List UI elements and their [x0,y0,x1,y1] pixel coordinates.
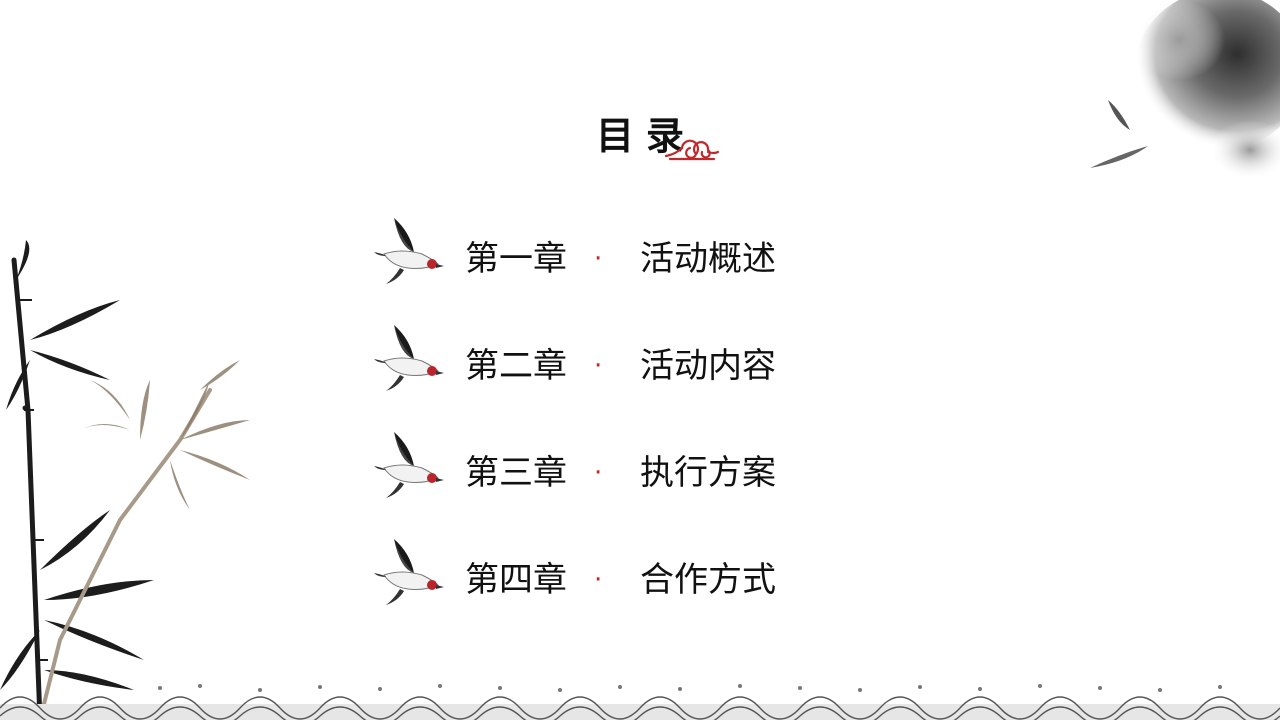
separator-dot: · [594,458,603,488]
menu-item-2[interactable]: 第二章 · 活动内容 [370,321,850,428]
chapter-number: 第四章 [465,560,567,600]
separator-dot: · [594,351,603,381]
toc-menu: 第一章 · 活动概述 第二章 · 活动内容 [370,214,850,642]
menu-item-1[interactable]: 第一章 · 活动概述 [370,214,850,321]
chapter-title: 活动概述 [640,239,776,279]
cloud-ornament-icon [664,139,720,161]
menu-item-4[interactable]: 第四章 · 合作方式 [370,535,850,642]
bird-icon [374,325,444,391]
separator-dot: · [594,244,603,274]
wave-border-icon [0,684,1280,720]
page-title: 目录 [596,113,697,158]
menu-item-3[interactable]: 第三章 · 执行方案 [370,428,850,535]
chapter-number: 第一章 [465,239,567,279]
bird-icon [374,218,444,284]
chapter-number: 第三章 [465,453,567,493]
chapter-number: 第二章 [465,346,567,386]
title-block: 目录 [596,112,736,168]
separator-dot: · [594,565,603,595]
ink-cloud-icon [1090,0,1280,180]
chapter-title: 合作方式 [640,560,776,600]
bird-icon [374,539,444,605]
chapter-title: 活动内容 [640,346,776,386]
chapter-title: 执行方案 [640,453,776,493]
bamboo-icon [0,240,250,720]
bird-icon [374,432,444,498]
